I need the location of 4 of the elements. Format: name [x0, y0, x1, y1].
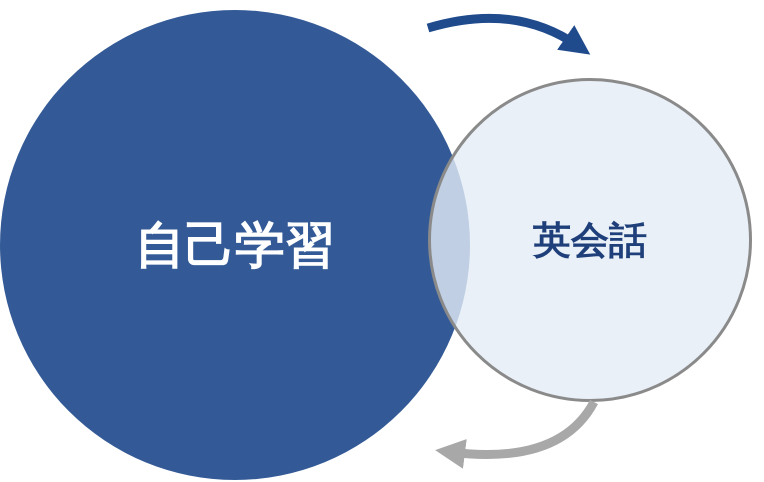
curved-arrow: [426, 14, 591, 54]
curved-arrow: [435, 400, 598, 468]
node-label: 自己学習: [135, 214, 335, 276]
node-label: 英会話: [533, 216, 647, 264]
